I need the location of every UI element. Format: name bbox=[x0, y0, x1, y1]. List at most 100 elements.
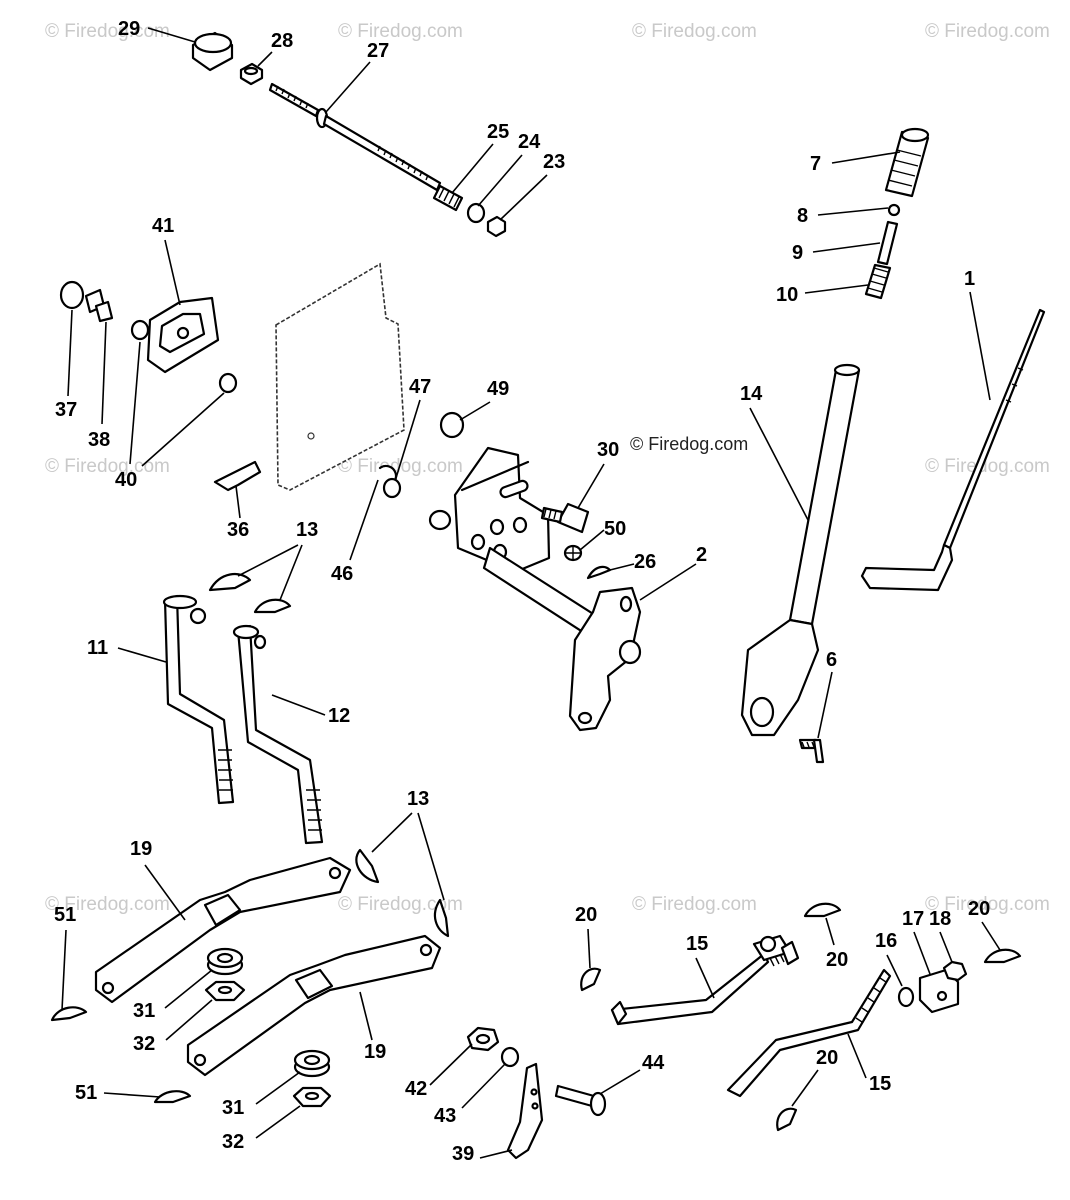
callout-15-upper: 15 bbox=[686, 933, 715, 999]
callout-label: 24 bbox=[518, 131, 541, 153]
callout-label: 12 bbox=[328, 705, 350, 727]
callout-36: 36 bbox=[227, 485, 249, 541]
part-19-arm-upper bbox=[94, 856, 352, 1004]
callout-label: 30 bbox=[597, 439, 619, 461]
part-20-clip-d bbox=[776, 1107, 798, 1132]
callout-label: 32 bbox=[222, 1131, 244, 1153]
part-39-bracket bbox=[506, 1062, 544, 1160]
callout-20-c: 20 bbox=[968, 898, 1001, 951]
callout-19-upper: 19 bbox=[130, 838, 186, 921]
callout-27: 27 bbox=[325, 40, 389, 113]
watermark-text: © Firedog.com bbox=[45, 456, 170, 477]
callout-46: 46 bbox=[331, 479, 379, 585]
callout-9: 9 bbox=[792, 242, 881, 264]
part-40-washer-lower bbox=[218, 372, 238, 394]
callout-label: 20 bbox=[826, 949, 848, 971]
watermarks: © Firedog.com © Firedog.com © Firedog.co… bbox=[45, 21, 1050, 915]
callout-label: 43 bbox=[434, 1105, 456, 1127]
callout-label: 27 bbox=[367, 40, 389, 62]
callout-16: 16 bbox=[875, 930, 903, 987]
callout-label: 18 bbox=[929, 908, 951, 930]
callout-label: 15 bbox=[686, 933, 708, 955]
callout-20-d: 20 bbox=[791, 1047, 838, 1107]
callout-label: 17 bbox=[902, 908, 924, 930]
callout-40: 40 bbox=[115, 341, 225, 491]
callout-42: 42 bbox=[405, 1043, 473, 1100]
callout-11: 11 bbox=[87, 637, 167, 663]
callout-24: 24 bbox=[477, 131, 541, 207]
callout-23: 23 bbox=[499, 151, 565, 221]
callout-label: 42 bbox=[405, 1078, 427, 1100]
callout-20-b: 20 bbox=[825, 917, 848, 971]
callout-label: 36 bbox=[227, 519, 249, 541]
part-24-washer bbox=[466, 202, 486, 224]
callout-label: 15 bbox=[869, 1073, 891, 1095]
callout-label: 9 bbox=[792, 242, 803, 264]
part-20-clip-a bbox=[580, 967, 602, 992]
part-6-bolt bbox=[798, 738, 825, 764]
callout-38: 38 bbox=[88, 321, 110, 451]
callout-13-upper: 13 bbox=[237, 519, 318, 601]
callout-13-lower: 13 bbox=[371, 788, 445, 901]
callout-30: 30 bbox=[577, 439, 619, 509]
callout-label: 31 bbox=[133, 1000, 155, 1022]
part-plate bbox=[275, 262, 405, 491]
part-26-clip bbox=[586, 565, 612, 580]
callout-41: 41 bbox=[152, 215, 181, 306]
watermark-text: © Firedog.com bbox=[925, 456, 1050, 477]
watermark-text: © Firedog.com bbox=[632, 21, 757, 42]
callout-8: 8 bbox=[797, 205, 889, 227]
callout-label: 1 bbox=[964, 268, 975, 290]
watermark-center: © Firedog.com bbox=[630, 434, 748, 454]
callout-14: 14 bbox=[740, 383, 809, 521]
watermark-text: © Firedog.com bbox=[45, 21, 170, 42]
part-31-spacer-upper bbox=[206, 947, 244, 976]
callout-label: 8 bbox=[797, 205, 808, 227]
part-15-rod-lower bbox=[726, 968, 892, 1098]
part-40-washer-upper bbox=[130, 319, 150, 341]
callout-25: 25 bbox=[451, 121, 509, 194]
part-47-ring bbox=[382, 477, 402, 499]
part-13-clip-lower-a bbox=[355, 848, 380, 884]
part-28-nut bbox=[239, 62, 264, 86]
callout-28: 28 bbox=[257, 30, 293, 67]
callout-label: 20 bbox=[816, 1047, 838, 1069]
part-32-nut-upper bbox=[204, 980, 246, 1002]
callout-51-lower: 51 bbox=[75, 1082, 161, 1104]
callout-label: 44 bbox=[642, 1052, 665, 1074]
callout-15-lower: 15 bbox=[847, 1033, 891, 1095]
part-42-nut bbox=[466, 1026, 500, 1052]
callout-20-a: 20 bbox=[575, 904, 597, 969]
part-38-screw bbox=[84, 288, 114, 323]
callout-37: 37 bbox=[55, 309, 77, 421]
callout-label: 49 bbox=[487, 378, 509, 400]
callout-49: 49 bbox=[459, 378, 509, 421]
callout-label: 16 bbox=[875, 930, 897, 952]
callout-1: 1 bbox=[964, 268, 991, 401]
part-2-bracket bbox=[428, 446, 642, 732]
callout-44: 44 bbox=[599, 1052, 665, 1095]
callout-32-upper: 32 bbox=[133, 999, 213, 1055]
part-18-nut bbox=[942, 960, 968, 982]
part-37-ring bbox=[59, 280, 85, 310]
part-29-knob bbox=[191, 31, 234, 72]
watermark-text: © Firedog.com bbox=[45, 894, 170, 915]
callout-label: 37 bbox=[55, 399, 77, 421]
part-15-adjuster bbox=[752, 934, 800, 966]
part-51-clip-upper bbox=[50, 1006, 88, 1022]
watermark-text: © Firedog.com bbox=[925, 894, 1050, 915]
callout-label: 20 bbox=[575, 904, 597, 926]
part-13-clip-upper-a bbox=[208, 572, 252, 592]
part-41-bracket bbox=[146, 296, 220, 374]
callout-label: 19 bbox=[130, 838, 152, 860]
part-12-rod bbox=[232, 624, 324, 845]
part-19-arm-lower bbox=[186, 934, 442, 1077]
callout-label: 50 bbox=[604, 518, 626, 540]
callout-label: 39 bbox=[452, 1143, 474, 1165]
part-27-threaded-rod bbox=[268, 82, 442, 192]
callout-label: 28 bbox=[271, 30, 293, 52]
part-10-spring bbox=[864, 263, 892, 300]
callout-29: 29 bbox=[118, 18, 196, 43]
callout-label: 47 bbox=[409, 376, 431, 398]
